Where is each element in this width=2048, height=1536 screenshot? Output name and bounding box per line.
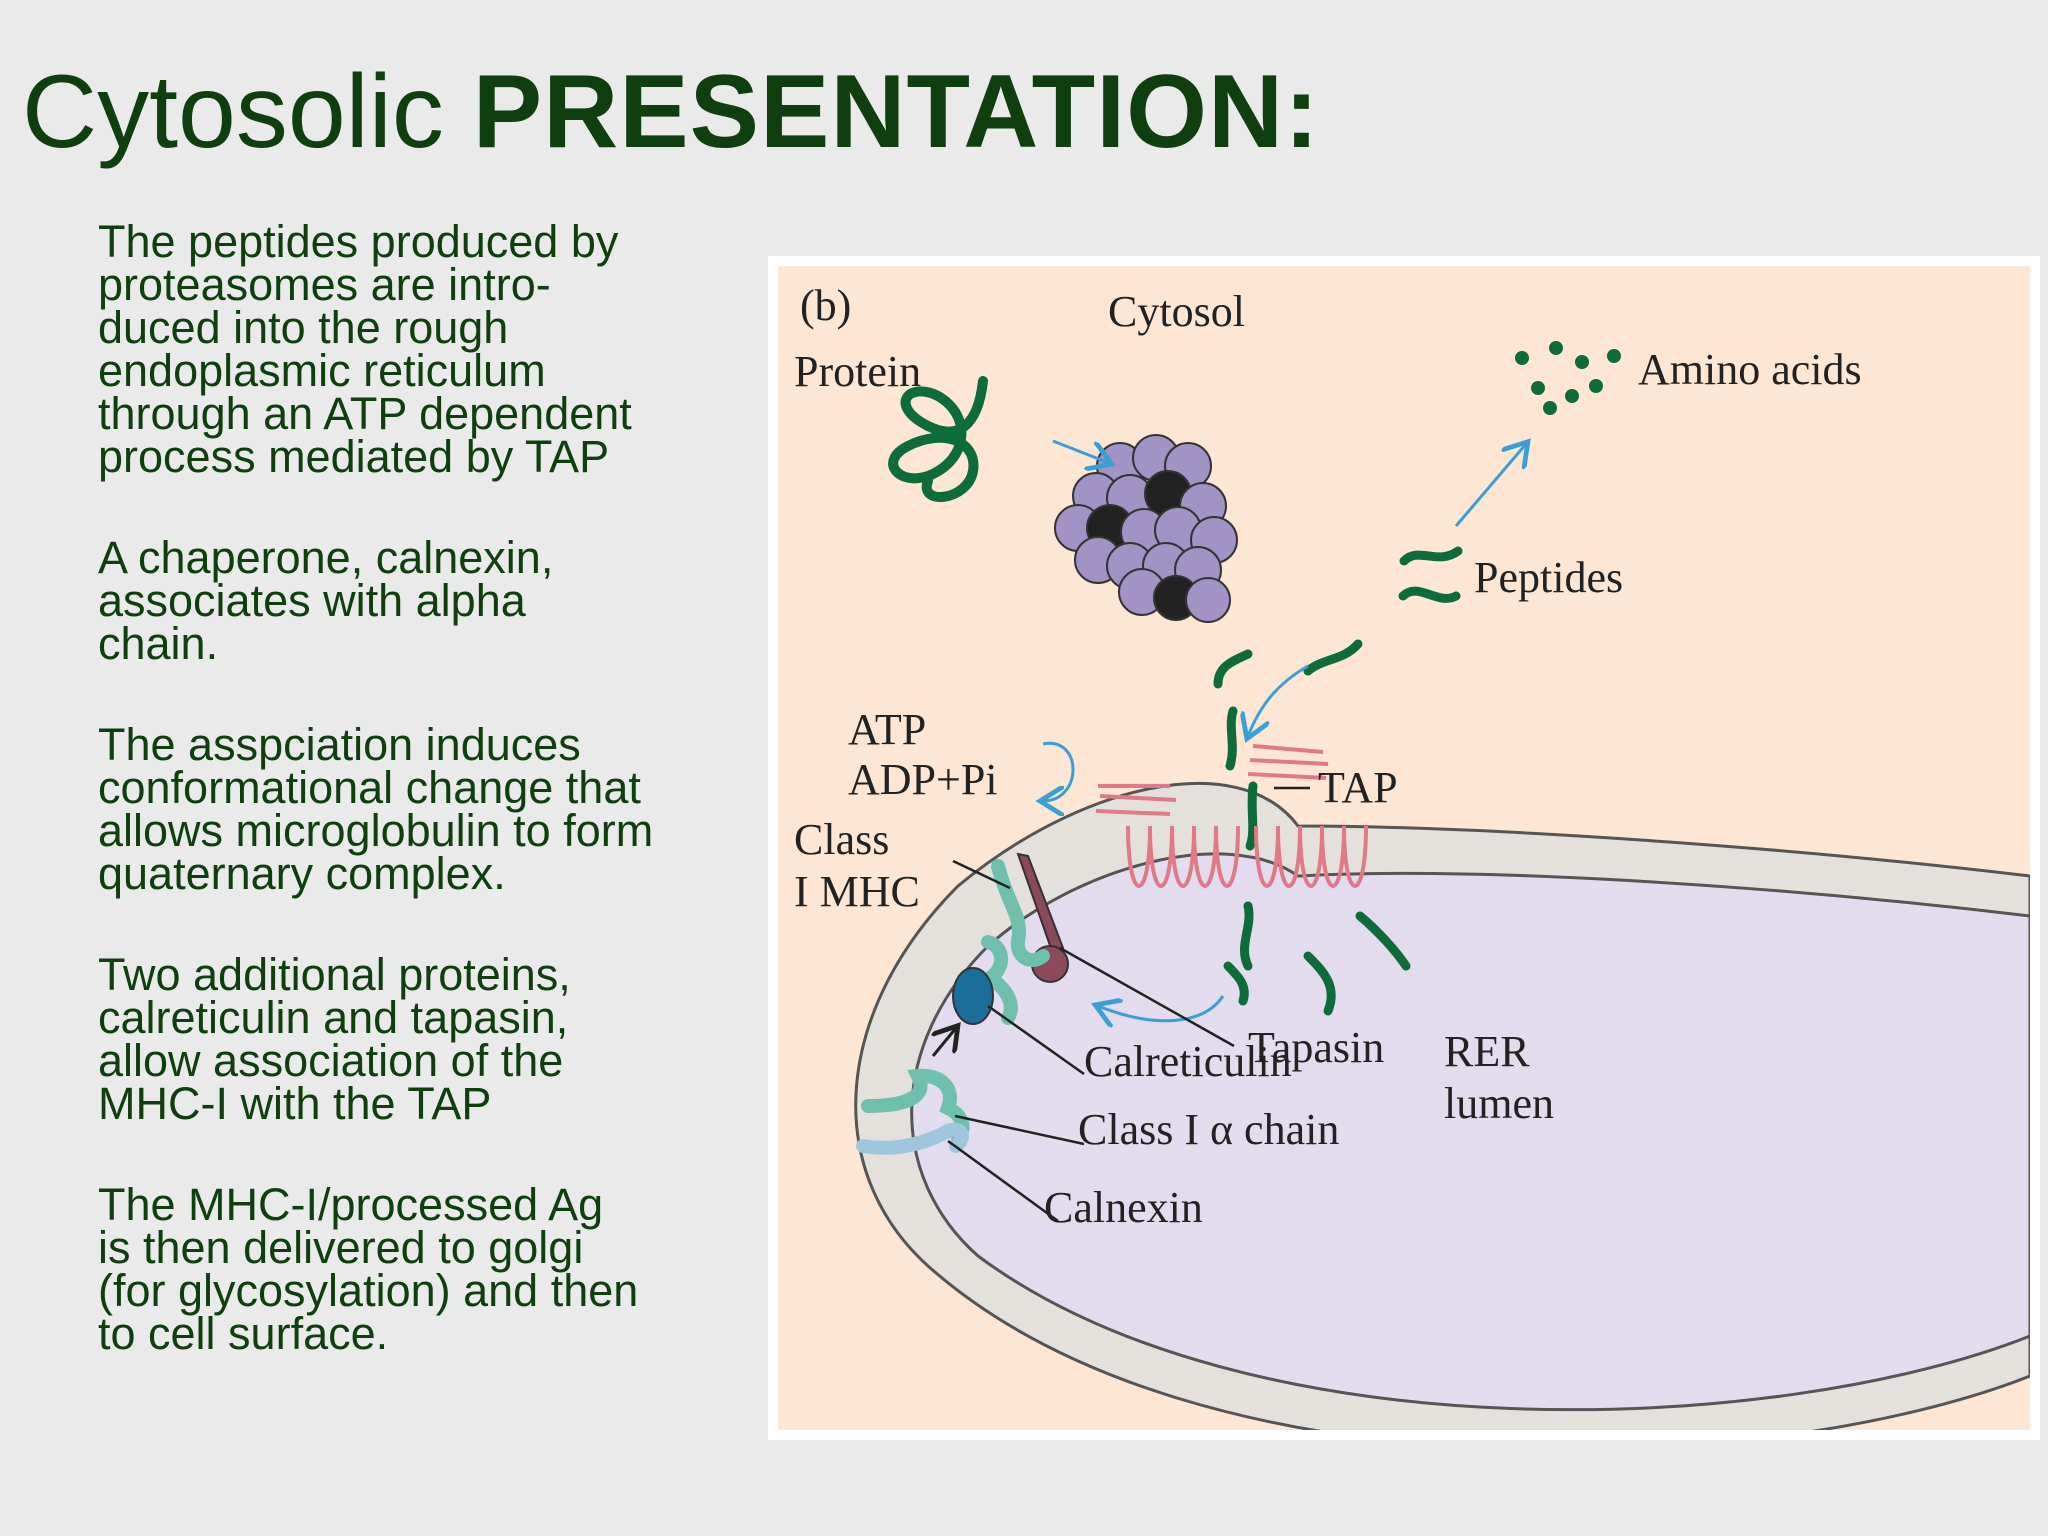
rer-label-line2: lumen [1444, 1079, 1554, 1128]
calreticulin-molecule [952, 967, 994, 1025]
panel-label: (b) [800, 281, 851, 330]
amino-acids-label: Amino acids [1638, 345, 1862, 394]
amino-acid-dots [1515, 341, 1621, 415]
bullet-list: The peptides produced by proteasomes are… [98, 216, 758, 1413]
protein-label: Protein [794, 347, 921, 396]
bullet-conformation: The asspciation induces conformational c… [98, 719, 654, 899]
calnexin-label: Calnexin [1044, 1183, 1203, 1232]
class-i-mhc-label-line1: Class [794, 815, 889, 864]
tapasin-molecule [1016, 852, 1065, 956]
class-i-mhc-label-line2: I MHC [794, 867, 920, 916]
leader-lines [947, 786, 1310, 1223]
peptides-to-tap-arrow [1248, 664, 1309, 736]
bullet-calreticulin-tapasin: Two additional proteins, calreticulin an… [98, 949, 571, 1129]
adp-pi-label: ADP+Pi [848, 755, 998, 804]
calnexin-molecule [856, 1122, 969, 1155]
rer-label-line1: RER [1444, 1027, 1530, 1076]
free-alpha-chain [861, 1068, 970, 1145]
slide-title: Cytosolic PRESENTATION: [22, 57, 1320, 167]
mhc-alpha-domain [976, 935, 1018, 1025]
peptide-loading-arrow [1098, 995, 1225, 1021]
title-bold: PRESENTATION: [472, 54, 1320, 170]
protein-coil [888, 376, 988, 502]
tap-transporter [1095, 744, 1368, 888]
peptides-to-amino-acids-arrow [1454, 444, 1526, 527]
proteasome [1054, 434, 1238, 623]
figure-frame: (b) Cytosol Protein Amino acids Peptides… [768, 256, 2040, 1440]
calreticulin-label: Calreticulin [1084, 1037, 1292, 1086]
peptides-label: Peptides [1474, 553, 1623, 602]
mhc-pathway-diagram: (b) Cytosol Protein Amino acids Peptides… [778, 266, 2030, 1430]
atp-label: ATP [848, 705, 926, 754]
cytosol-label: Cytosol [1108, 287, 1245, 336]
lumen-peptides [1223, 901, 1411, 1016]
tap-label: TAP [1318, 763, 1398, 812]
assembly-arrow [933, 1028, 956, 1057]
class-alpha-chain-label: Class I α chain [1078, 1105, 1339, 1154]
protein-to-proteasome-arrow [1052, 439, 1109, 463]
tapasin-label: Tapasin [1248, 1023, 1384, 1072]
title-plain: Cytosolic [22, 54, 473, 170]
mhc-alpha-chain [991, 859, 1050, 967]
bullet-golgi-delivery: The MHC-I/processed Ag is then delivered… [98, 1179, 639, 1359]
cytosolic-peptides [1213, 546, 1463, 851]
bullet-calnexin: A chaperone, calnexin, associates with a… [98, 532, 554, 669]
bullet-tap-transport: The peptides produced by proteasomes are… [98, 216, 632, 482]
atp-hydrolysis-arrow [1043, 741, 1075, 801]
